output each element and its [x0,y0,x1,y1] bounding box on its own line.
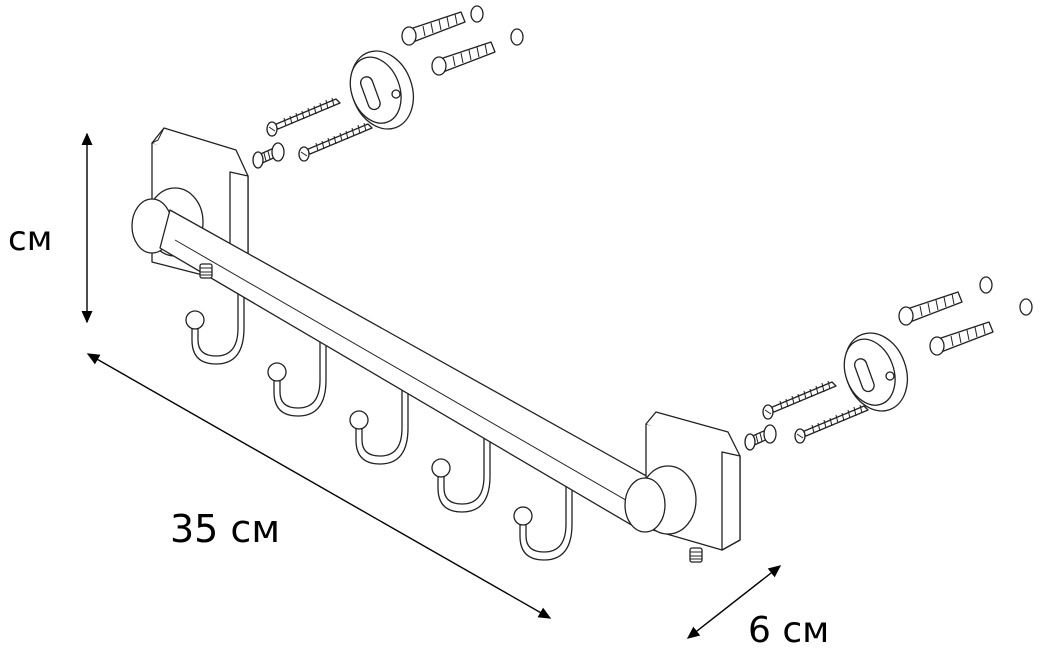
set-screw-right [689,547,703,563]
wall-plug-left-upper [401,11,466,46]
wood-screw-left-lower [298,122,373,162]
length-dimension-arrow [86,353,552,619]
depth-dimension-arrow [686,565,782,639]
wall-plug-left-lower [431,41,496,76]
wall-dowel-hole-right-1 [979,276,993,294]
mounting-ring-right [833,323,919,421]
mount-screw-left [252,142,285,169]
wall-dowel-hole-left-2 [510,28,524,46]
hook [513,473,573,561]
wall-dowel-hole-left-1 [470,5,484,23]
mounting-ring-left [339,41,425,139]
end-cap-right [624,465,697,535]
wall-plug-right-upper [898,291,963,326]
hook [267,329,327,417]
wood-screw-right-lower [794,404,869,444]
hook [349,377,409,465]
wood-screw-left-upper [266,97,341,137]
height-dimension-label: см [8,219,52,259]
length-dimension-label: 35 см [170,507,280,551]
wood-screw-right-upper [762,380,837,420]
hook [431,425,491,513]
depth-dimension-label: 6 см [748,610,829,651]
set-screw-left [199,263,213,279]
mount-screw-right [744,424,777,451]
hook-rail-bar [159,209,651,531]
wall-dowel-hole-right-2 [1019,298,1033,316]
wall-plug-right-lower [929,321,994,356]
